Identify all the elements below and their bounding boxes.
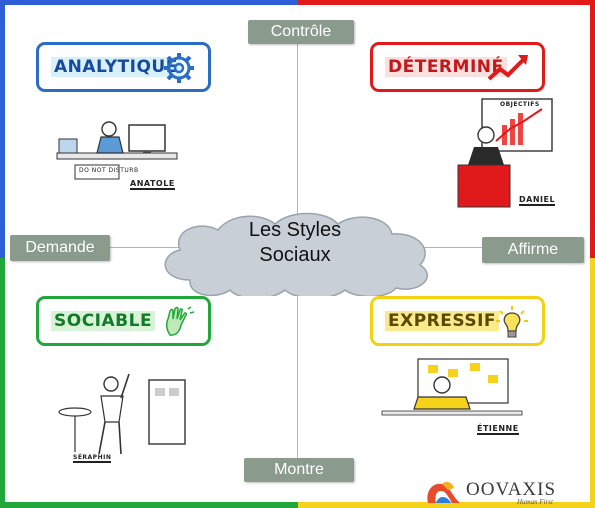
style-label-sociable: SOCIABLE <box>51 311 156 331</box>
axis-label-left: Demande <box>10 235 110 261</box>
name-seraphin: SÉRAPHIN <box>73 454 112 463</box>
anatole-sketch <box>56 121 178 180</box>
style-box-sociable: SOCIABLE <box>36 296 211 346</box>
etienne-sketch <box>381 358 523 416</box>
style-box-determine: DÉTERMINÉ <box>370 42 545 92</box>
style-box-expressif: EXPRESSIF <box>370 296 545 346</box>
gear-icon <box>164 53 194 83</box>
name-daniel: DANIEL <box>519 195 556 206</box>
axis-label-bottom: Montre <box>244 458 354 482</box>
name-etienne: ÉTIENNE <box>477 424 519 435</box>
frame-blue-top <box>0 0 298 5</box>
frame-yellow-bottom <box>298 502 595 508</box>
axis-label-right: Affirme <box>482 237 584 263</box>
daniel-sketch <box>457 98 553 208</box>
objectives-board-label: OBJECTIFS <box>500 101 540 108</box>
name-anatole: ANATOLE <box>130 179 175 190</box>
center-title-line1: Les Styles <box>248 219 342 241</box>
axis-label-top: Contrôle <box>248 20 354 44</box>
trend-arrow-icon <box>487 55 528 81</box>
frame-yellow-right <box>590 258 595 508</box>
logo-name: OOVAXIS <box>466 479 557 500</box>
center-title: Les Styles Sociaux <box>150 218 440 268</box>
logo-tagline: Human First <box>517 498 553 506</box>
frame-green-bottom <box>0 502 298 508</box>
oovaxis-logo-mark <box>427 481 460 503</box>
frame-red-right <box>590 0 595 258</box>
style-label-expressif: EXPRESSIF <box>385 311 500 331</box>
frame-red-top <box>298 0 595 5</box>
style-label-determine: DÉTERMINÉ <box>385 57 507 77</box>
seraphin-sketch <box>58 373 186 455</box>
style-label-analytique: ANALYTIQUE <box>51 57 181 77</box>
frame-green-left <box>0 258 5 508</box>
do-not-disturb-sign: DO NOT DISTURB <box>79 167 139 174</box>
style-box-analytique: ANALYTIQUE <box>36 42 211 92</box>
lightbulb-icon <box>496 306 528 338</box>
cloud-shape <box>164 212 428 296</box>
waving-hand-icon <box>165 306 195 336</box>
frame-blue-left <box>0 0 5 258</box>
center-title-line2: Sociaux <box>259 244 331 266</box>
